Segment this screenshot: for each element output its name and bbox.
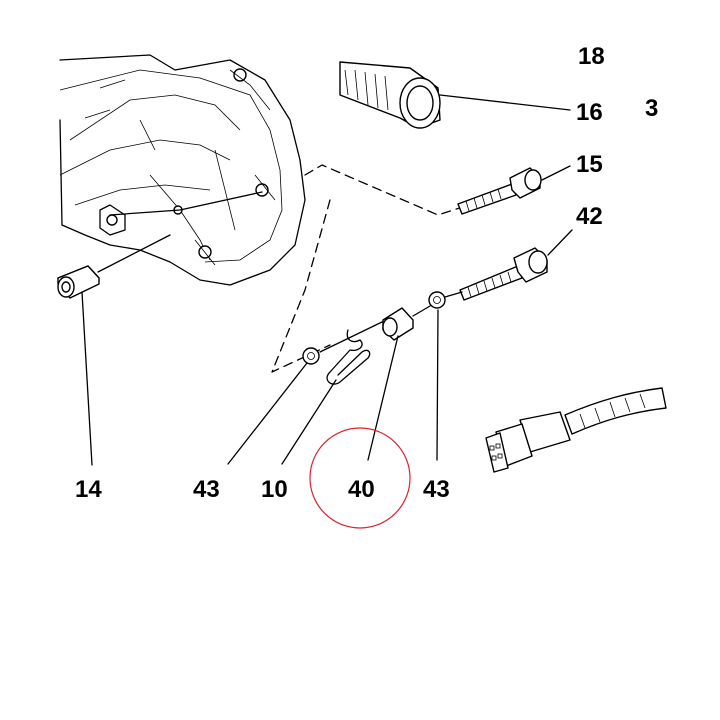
highlight-circle bbox=[309, 427, 411, 529]
housing-casting bbox=[59, 54, 306, 286]
bolt-part-42 bbox=[459, 229, 573, 301]
part-label-10: 10 bbox=[261, 476, 288, 503]
washer-part-43-left bbox=[302, 347, 320, 365]
connector-cable bbox=[485, 387, 667, 473]
small-parts-row bbox=[302, 291, 463, 385]
part-label-42: 42 bbox=[576, 203, 603, 230]
part-label-40: 40 bbox=[348, 476, 375, 503]
part-label-14: 14 bbox=[75, 476, 102, 503]
part-label-15: 15 bbox=[576, 151, 603, 178]
part-label-16: 16 bbox=[576, 99, 603, 126]
part-label-top-cut: 18 bbox=[578, 43, 605, 70]
clip-part-10 bbox=[326, 329, 371, 385]
part-label-3: 3 bbox=[645, 95, 658, 122]
part-label-43-left: 43 bbox=[193, 476, 220, 503]
part-label-43-right: 43 bbox=[423, 476, 450, 503]
leader-lines bbox=[81, 291, 439, 466]
bolt-part-15 bbox=[457, 165, 571, 215]
washer-part-43-right bbox=[428, 291, 446, 309]
bushing-part-14 bbox=[57, 234, 171, 299]
hose-part-16 bbox=[339, 61, 571, 129]
